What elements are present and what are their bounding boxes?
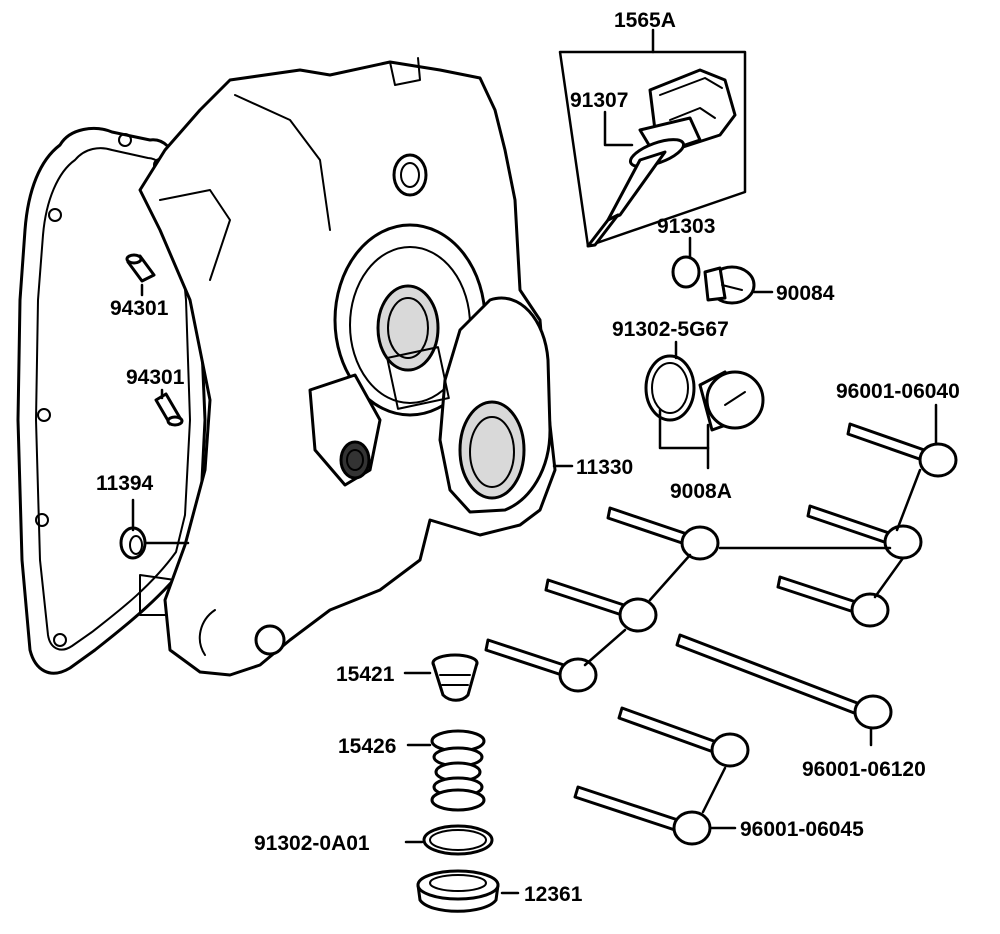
- drain-cap-12361: [416, 869, 500, 913]
- bolts-96001-06045: [573, 706, 750, 846]
- bolt-a: [846, 422, 958, 478]
- label-91307: 91307: [570, 89, 628, 112]
- bolt-f: [484, 638, 598, 693]
- label-96001-06040: 96001-06040: [836, 380, 960, 403]
- label-12361: 12361: [524, 883, 583, 906]
- label-9008A: 9008A: [670, 480, 732, 503]
- label-11330: 11330: [576, 456, 633, 479]
- drain-plug-9008A: [698, 370, 765, 432]
- crankcase-cover-11330: [138, 57, 557, 677]
- label-91302-0A01: 91302-0A01: [254, 832, 370, 855]
- part-number-labels: 1565A 91307 91303 90084 91302-5G67 9008A…: [96, 9, 960, 906]
- label-1565A: 1565A: [614, 9, 676, 32]
- label-96001-06120: 96001-06120: [802, 758, 926, 781]
- label-94301-lower: 94301: [126, 366, 185, 389]
- label-96001-06045: 96001-06045: [740, 818, 864, 841]
- filler-plug-90084: [703, 265, 756, 305]
- dipstick-assembly-1565A: [558, 50, 747, 248]
- bolt-c: [776, 575, 890, 628]
- bolt-d: [606, 506, 720, 561]
- o-ring-91302-5G67: [644, 354, 696, 422]
- bolt-e: [544, 578, 658, 633]
- spring-15426: [430, 729, 486, 812]
- dowel-pin-94301-upper: [125, 253, 156, 283]
- seal-ring-11394: [119, 526, 147, 560]
- label-91303: 91303: [657, 215, 715, 238]
- label-15421: 15421: [336, 663, 395, 686]
- bolt-b: [806, 504, 923, 560]
- gasket-11394: [16, 127, 207, 675]
- label-15426: 15426: [338, 735, 396, 758]
- bolts-96001-06040: [484, 422, 958, 693]
- label-94301-upper: 94301: [110, 297, 169, 320]
- o-ring-91303: [671, 255, 701, 289]
- leader-lines: [131, 28, 938, 895]
- label-91302-5G67: 91302-5G67: [612, 318, 729, 341]
- o-ring-91302-0A01: [422, 824, 494, 856]
- strainer-15421: [431, 653, 479, 702]
- bolt-96001-06120: [675, 633, 893, 730]
- label-90084: 90084: [776, 282, 835, 305]
- label-11394: 11394: [96, 472, 154, 495]
